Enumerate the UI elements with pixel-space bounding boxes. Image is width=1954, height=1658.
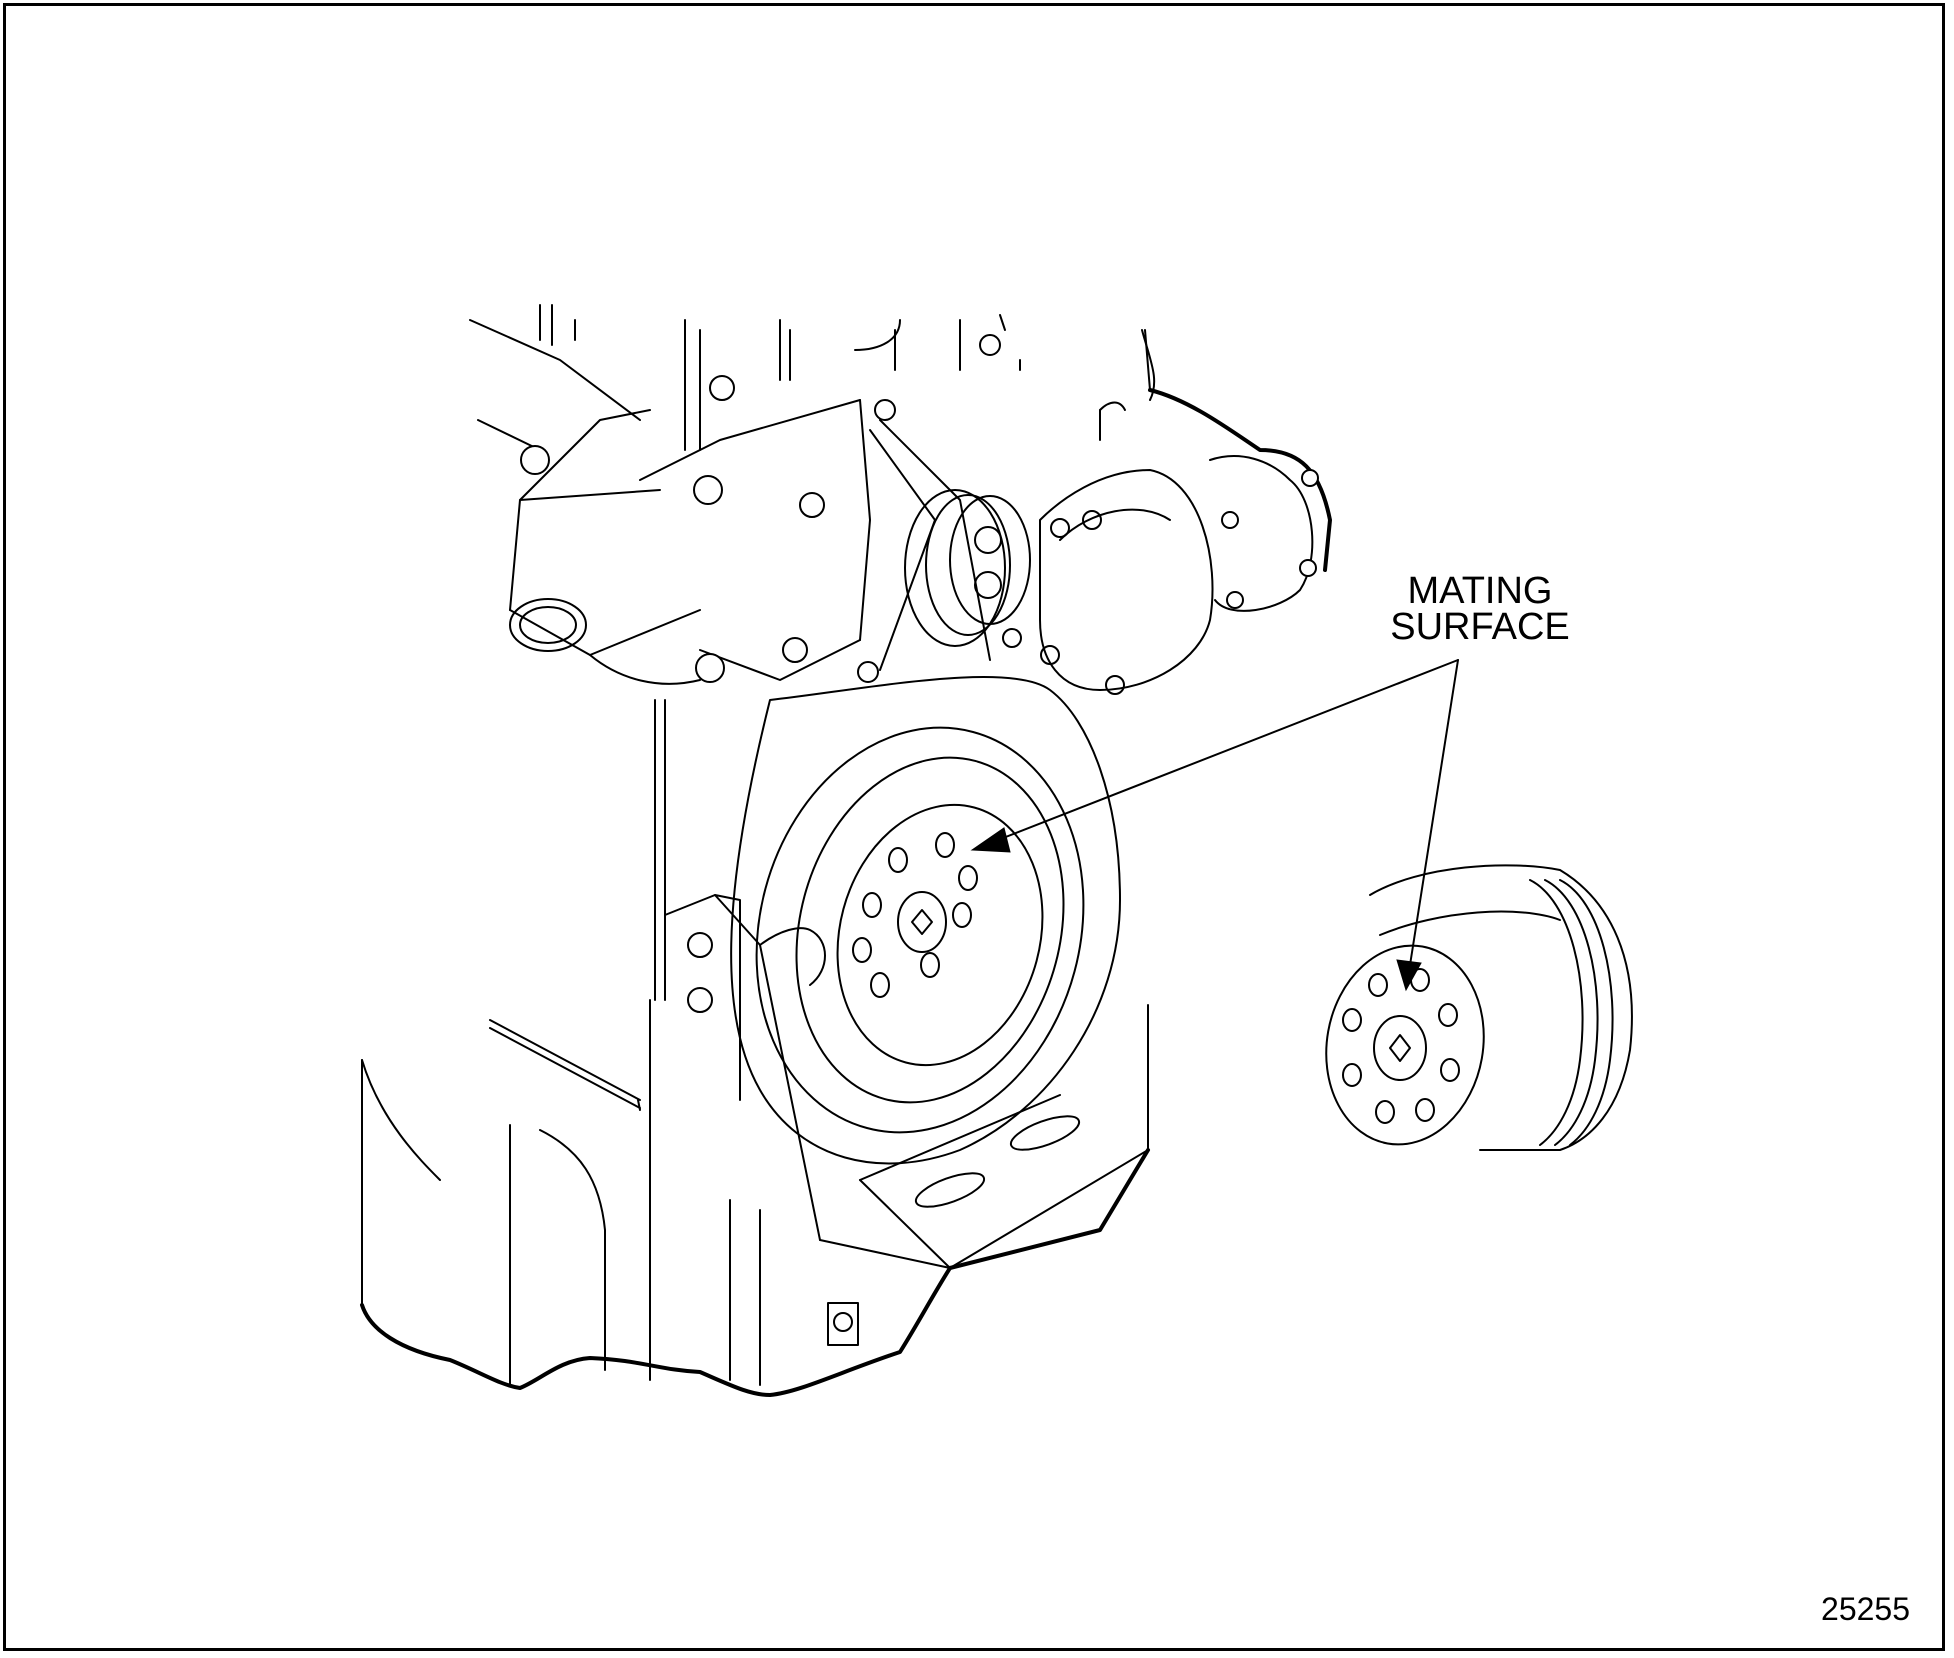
engine-block [360,304,1150,1397]
callout-label-line-2: SURFACE [1390,606,1570,648]
mounting-bracket [664,894,1149,1346]
callout-label-line-1: MATING [1407,570,1553,612]
arrowhead-engine-hub [970,827,1011,853]
crankshaft-hub [730,676,1121,1165]
figure-number: 25255 [1821,1591,1910,1627]
leader-arrows [970,659,1459,992]
gear-cover [1039,329,1332,691]
crankshaft-pulley [1325,864,1633,1151]
figure-frame [3,3,1945,1651]
idler-pulley [869,419,1031,671]
arrowhead-pulley [1396,959,1422,992]
